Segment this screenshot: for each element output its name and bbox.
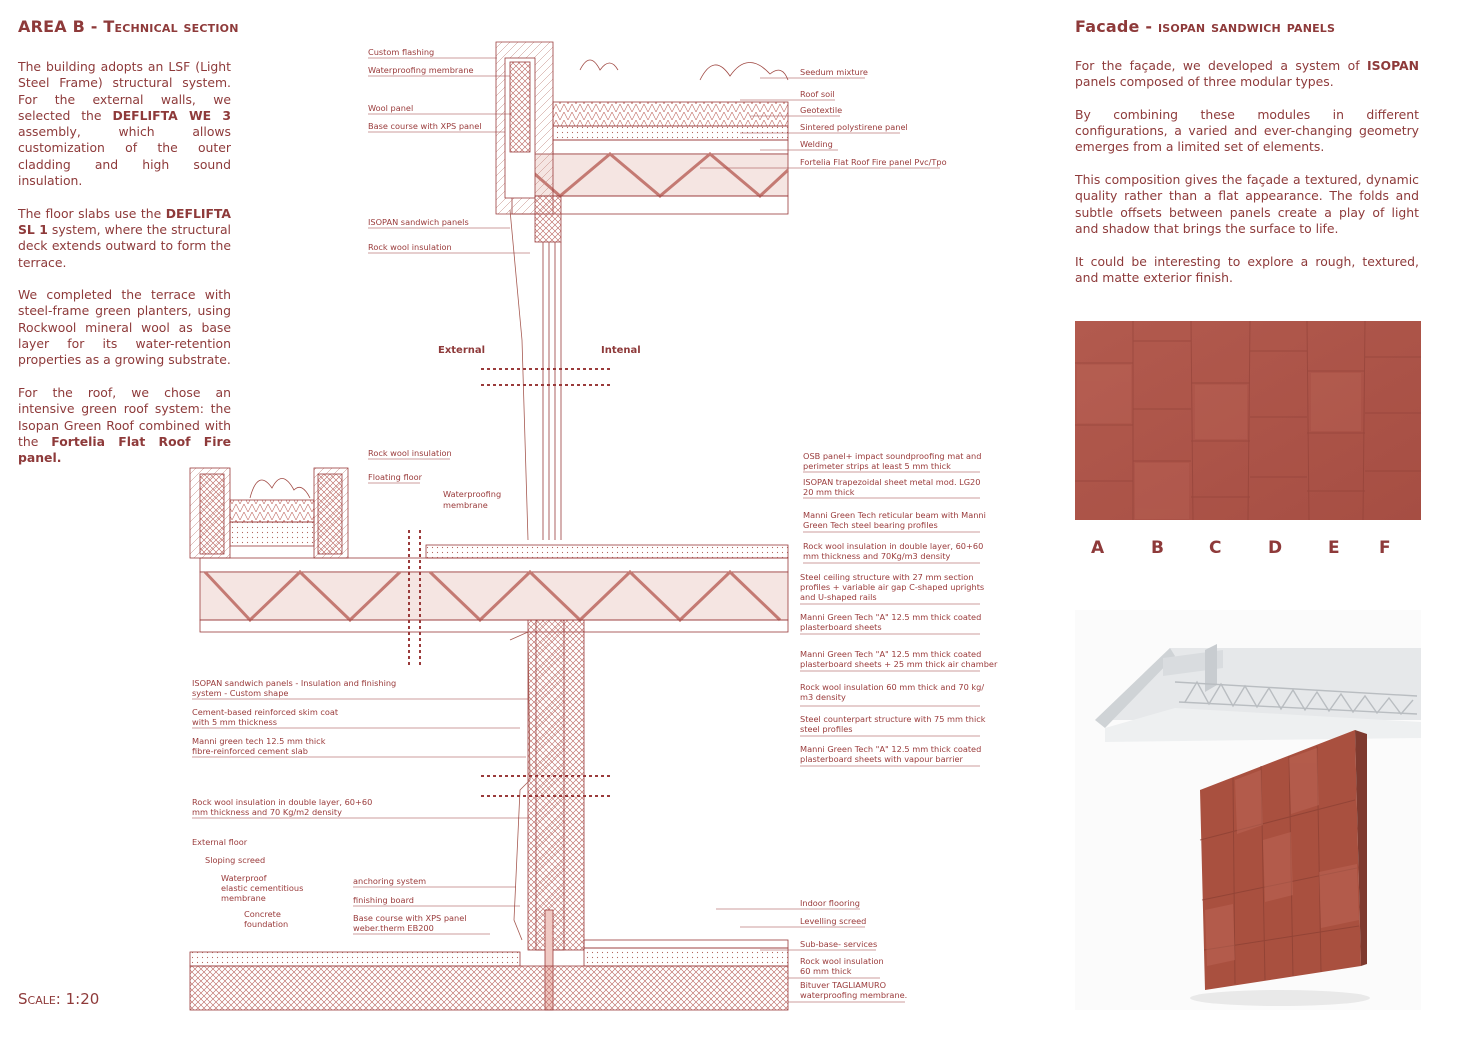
section-linework (189, 41, 790, 1011)
section-labels: External Intenal Custom flashing Waterpr… (192, 47, 998, 1000)
panel-letter-c: C (1209, 538, 1222, 558)
right-p2: By combining these modules in different … (1075, 106, 1419, 155)
label-terrace-membrane: membrane (443, 500, 488, 510)
section-label-30: plasterboard sheets (800, 622, 882, 632)
section-label-61: Rock wool insulation (800, 956, 884, 966)
label-sintered-polystirene: Sintered polystirene panel (800, 122, 908, 132)
label-geotextile: Geotextile (800, 105, 842, 115)
leader-lines (192, 57, 980, 1003)
section-label-39: ISOPAN sandwich panels - Insulation and … (192, 678, 396, 688)
left-title-main: AREA B - (18, 17, 104, 36)
section-label-44: fibre-reinforced cement slab (192, 746, 308, 756)
section-label-63: Bituver TAGLIAMURO (800, 980, 886, 990)
label-wool-panel: Wool panel (368, 103, 413, 113)
section-label-26: Steel ceiling structure with 27 mm secti… (800, 572, 974, 582)
section-label-24: Rock wool insulation in double layer, 60… (803, 541, 983, 551)
section-label-42: with 5 mm thickness (192, 717, 277, 727)
left-p4: For the roof, we chose an intensive gree… (18, 384, 231, 466)
section-label-29: Manni Green Tech "A" 12.5 mm thick coate… (800, 612, 981, 622)
section-label-31: Manni Green Tech "A" 12.5 mm thick coate… (800, 649, 981, 659)
left-p1: The building adopts an LSF (Light Steel … (18, 59, 231, 189)
section-label-45: Rock wool insulation in double layer, 60… (192, 797, 372, 807)
right-title: Facade - isopan sandwich panels (1075, 17, 1335, 36)
section-label-28: and U-shaped rails (800, 592, 877, 602)
section-label-25: mm thickness and 70Kg/m3 density (803, 551, 951, 561)
right-p4: It could be interesting to explore a rou… (1075, 253, 1419, 285)
left-title: AREA B - Technical section (18, 17, 239, 36)
left-p3: We completed the terrace with steel-fram… (18, 287, 231, 368)
facade-3d-render (1075, 610, 1421, 1010)
label-custom-flashing: Custom flashing (368, 47, 434, 57)
right-title-sub: isopan sandwich panels (1157, 17, 1336, 36)
section-label-46: mm thickness and 70 Kg/m2 density (192, 807, 342, 817)
label-external: External (438, 345, 485, 356)
label-isopan-panels: ISOPAN sandwich panels (368, 217, 469, 227)
label-base-course-xps: Base course with XPS panel (368, 121, 482, 131)
panel-letter-f: F (1379, 538, 1391, 558)
section-label-18: OSB panel+ impact soundproofing mat and (803, 451, 981, 461)
section-label-40: system - Custom shape (192, 688, 288, 698)
label-terrace-rock-wool: Rock wool insulation (368, 448, 452, 458)
section-label-48: Sloping screed (205, 855, 265, 865)
section-label-54: anchoring system (353, 876, 426, 886)
section-label-23: Green Tech steel bearing profiles (803, 520, 938, 530)
section-label-57: weber.therm EB200 (353, 923, 434, 933)
left-p2: The floor slabs use the DEFLIFTA SL 1 sy… (18, 205, 231, 270)
right-p1: For the façade, we developed a system of… (1075, 58, 1419, 90)
left-description: The building adopts an LSF (Light Steel … (18, 59, 231, 483)
label-fortelia-panel: Fortelia Flat Roof Fire panel Pvc/Tpo (800, 157, 947, 167)
section-label-22: Manni Green Tech reticular beam with Man… (803, 510, 986, 520)
section-label-49: Waterproof (221, 873, 268, 883)
right-description: For the façade, we developed a system of… (1075, 58, 1419, 302)
label-welding: Welding (800, 139, 833, 149)
section-label-60: Sub-base- services (800, 939, 877, 949)
section-label-64: waterproofing membrane. (800, 990, 907, 1000)
section-label-50: elastic cementitious (221, 883, 303, 893)
panel-letter-d: D (1268, 538, 1283, 558)
label-waterproofing-membrane: Waterproofing membrane (368, 65, 474, 75)
label-seedum-mixture: Seedum mixture (800, 67, 868, 77)
panel-letter-a: A (1091, 538, 1105, 558)
panel-letters: A B C D E F (1075, 538, 1421, 560)
section-label-35: Steel counterpart structure with 75 mm t… (800, 714, 986, 724)
section-label-47: External floor (192, 837, 248, 847)
section-label-52: Concrete (244, 909, 281, 919)
section-label-36: steel profiles (800, 724, 853, 734)
section-label-21: 20 mm thick (803, 487, 855, 497)
section-label-32: plasterboard sheets + 25 mm thick air ch… (800, 659, 998, 669)
section-label-59: Levelling screed (800, 916, 866, 926)
section-label-41: Cement-based reinforced skim coat (192, 707, 339, 717)
section-label-43: Manni green tech 12.5 mm thick (192, 736, 326, 746)
label-terrace-waterproofing: Waterproofing (443, 489, 501, 499)
section-label-37: Manni Green Tech "A" 12.5 mm thick coate… (800, 744, 981, 754)
section-label-58: Indoor flooring (800, 898, 860, 908)
section-label-62: 60 mm thick (800, 966, 852, 976)
left-title-sub: Technical section (103, 17, 239, 36)
right-title-main: Facade - (1075, 17, 1158, 36)
label-floating-floor: Floating floor (368, 472, 423, 482)
section-label-55: finishing board (353, 895, 414, 905)
label-rock-wool-roof: Rock wool insulation (368, 242, 452, 252)
section-label-51: membrane (221, 893, 266, 903)
facade-panels-image (1075, 321, 1421, 520)
section-label-56: Base course with XPS panel (353, 913, 467, 923)
section-label-27: profiles + variable air gap C-shaped upr… (800, 582, 984, 592)
section-label-19: perimeter strips at least 5 mm thick (803, 461, 951, 471)
section-label-20: ISOPAN trapezoidal sheet metal mod. LG20 (803, 477, 980, 487)
panel-letter-e: E (1328, 538, 1340, 558)
section-label-34: m3 density (800, 692, 846, 702)
section-label-38: plasterboard sheets with vapour barrier (800, 754, 964, 764)
scale-label: Scale: 1:20 (18, 990, 100, 1008)
section-label-33: Rock wool insulation 60 mm thick and 70 … (800, 682, 984, 692)
label-internal: Intenal (601, 345, 641, 356)
panel-letter-b: B (1151, 538, 1164, 558)
section-label-53: foundation (244, 919, 288, 929)
right-p3: This composition gives the façade a text… (1075, 172, 1419, 236)
label-roof-soil: Roof soil (800, 89, 835, 99)
